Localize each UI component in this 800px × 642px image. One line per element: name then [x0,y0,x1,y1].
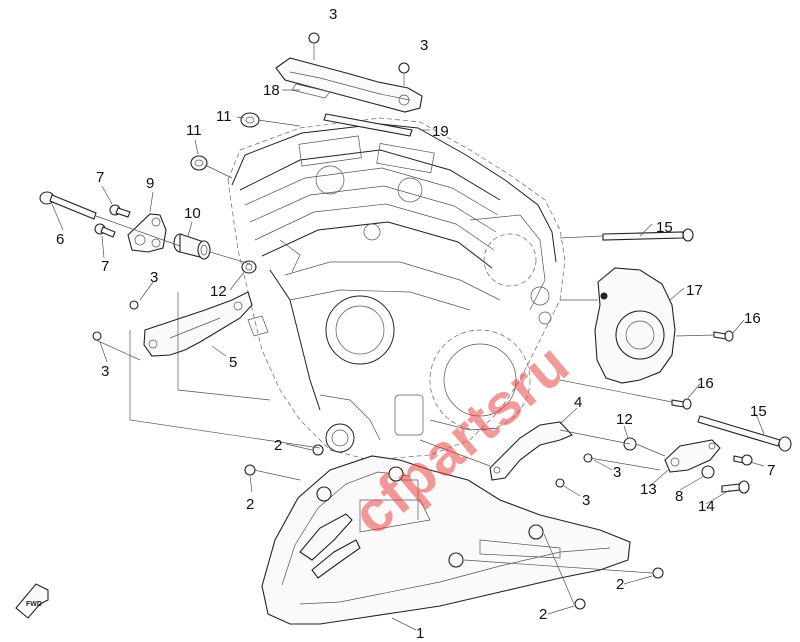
callout-1: 1 [416,625,424,642]
callout-11: 11 [216,108,232,125]
nut-part-8 [701,465,715,479]
bolt-part-2-b [244,464,256,476]
bolt-part-14 [721,480,750,494]
callout-18: 18 [263,82,280,99]
callout-16: 16 [744,310,761,327]
callout-16: 16 [697,375,714,392]
bolt-part-16-lower [671,398,692,410]
callout-15: 15 [656,219,673,236]
fwd-label: FWD [26,601,42,608]
callout-12: 12 [616,411,633,428]
bolt-part-15-lower [697,415,792,452]
callout-7: 7 [767,462,775,479]
bracket-part-13 [664,439,721,473]
bracket-part-5 [143,291,253,357]
spacer-part-10 [173,233,211,260]
bolt-part-2-d [574,598,586,610]
callout-3: 3 [329,6,337,23]
callout-14: 14 [698,498,715,515]
callout-2: 2 [246,496,254,513]
cover-part-17 [594,267,676,384]
callout-6: 6 [56,231,64,248]
rod-part-19 [323,113,413,137]
callout-8: 8 [675,488,683,505]
nut-part-11-upper [240,112,260,128]
callout-3: 3 [101,363,109,380]
bolt-part-7-right [733,454,753,466]
callout-12: 12 [210,283,227,300]
callout-9: 9 [146,175,154,192]
bolt-part-15-upper [602,228,694,242]
callout-13: 13 [640,481,657,498]
callout-11: 11 [186,122,202,139]
callout-17: 17 [686,282,703,299]
nut-part-12-upper [241,260,257,274]
bolt-part-2-a [312,444,324,456]
callout-3: 3 [420,37,428,54]
bolt-part-7-upper [109,204,131,218]
callout-3: 3 [150,269,158,286]
bolt-part-3-top-b [398,62,410,74]
callout-5: 5 [229,354,237,371]
bolt-part-3-right-b [555,478,565,488]
bolt-part-3-mid [129,300,139,310]
bolt-part-16-upper [713,330,734,342]
engine-block [227,117,566,461]
bracket-part-9 [127,213,167,253]
callout-15: 15 [750,403,767,420]
bolt-part-3-top-a [308,32,320,44]
callout-3: 3 [582,492,590,509]
callout-7: 7 [96,169,104,186]
bolt-part-2-c [652,567,664,579]
callout-2: 2 [274,437,282,454]
bolt-part-6 [39,191,97,220]
nut-part-11-lower [190,155,208,171]
callout-7: 7 [101,258,109,275]
skid-plate-part-1 [261,455,631,625]
callout-10: 10 [184,205,201,222]
bolt-part-3-left [92,331,102,341]
callout-2: 2 [616,576,624,593]
callout-4: 4 [574,394,582,411]
bracket-part-4 [489,421,573,481]
leader-lines [51,89,765,631]
callout-19: 19 [432,123,449,140]
callout-2: 2 [539,606,547,623]
heat-shield-part-18 [275,57,423,113]
forward-arrow-icon: FWD [15,583,49,619]
callout-labels: 3 3 18 11 19 11 7 9 10 6 7 15 3 12 17 16… [56,6,775,642]
callout-3: 3 [613,464,621,481]
bolt-part-7-lower [94,223,116,238]
assembly-guides [95,44,715,605]
